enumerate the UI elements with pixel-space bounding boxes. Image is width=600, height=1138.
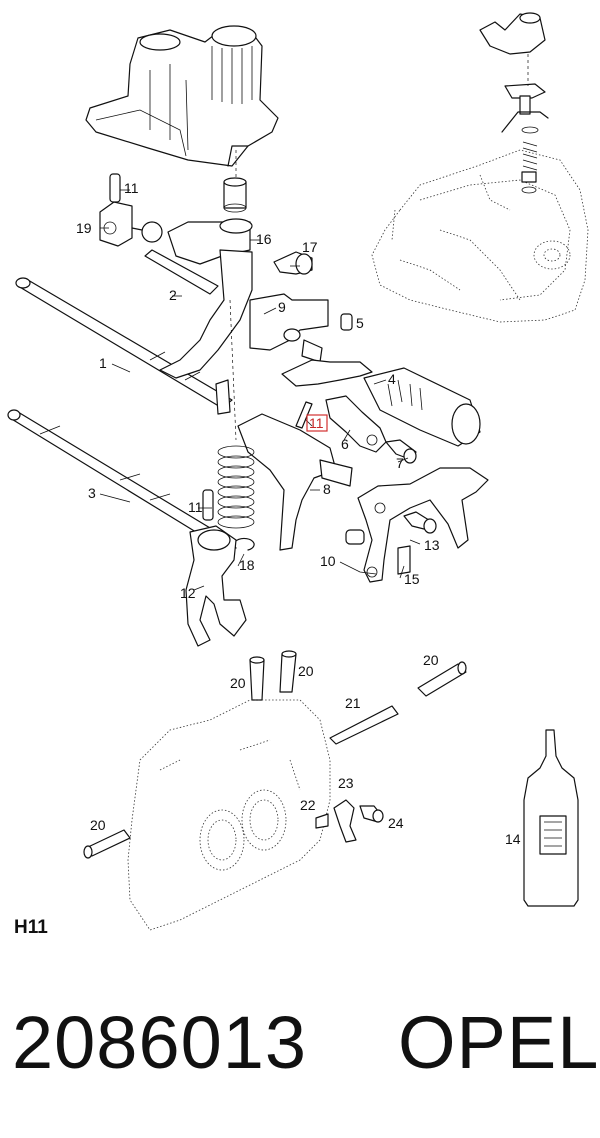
callout-20-d: 20 bbox=[90, 817, 106, 833]
callout-labels: 11 19 16 17 2 9 5 1 4 11 6 7 8 3 11 13 1… bbox=[76, 180, 521, 847]
callout-9: 9 bbox=[278, 299, 286, 315]
shaft-2 bbox=[144, 249, 219, 295]
rod-21 bbox=[329, 705, 399, 745]
callout-11-highlighted: 11 bbox=[309, 415, 324, 431]
callout-12: 12 bbox=[180, 585, 196, 601]
screw-7 bbox=[385, 439, 417, 464]
callout-11-top: 11 bbox=[124, 180, 139, 196]
inset-detail bbox=[479, 12, 549, 194]
sealant-bottle-14 bbox=[523, 729, 579, 907]
highlight-box bbox=[306, 414, 328, 432]
callout-11-lower: 11 bbox=[188, 499, 203, 515]
callout-16: 16 bbox=[256, 231, 272, 247]
shift-fork-8 bbox=[237, 413, 353, 551]
callout-22: 22 bbox=[300, 797, 316, 813]
part-number: 2086013 bbox=[12, 1001, 308, 1084]
sleeve-5 bbox=[340, 313, 353, 331]
screw-17 bbox=[273, 251, 313, 275]
interlock-9 bbox=[249, 293, 329, 363]
callout-13: 13 bbox=[424, 537, 440, 553]
callout-18: 18 bbox=[239, 557, 255, 573]
callout-24: 24 bbox=[388, 815, 404, 831]
callout-23: 23 bbox=[338, 775, 354, 791]
callout-15: 15 bbox=[404, 571, 420, 587]
callout-20-b: 20 bbox=[298, 663, 314, 679]
bushing bbox=[223, 177, 247, 213]
callout-5: 5 bbox=[356, 315, 364, 331]
page-code: H11 bbox=[14, 917, 48, 938]
callout-21: 21 bbox=[345, 695, 361, 711]
parts-22-23-24 bbox=[315, 799, 384, 843]
callout-20-a: 20 bbox=[230, 675, 246, 691]
spring bbox=[217, 445, 255, 529]
callout-7: 7 bbox=[396, 455, 404, 471]
callout-4: 4 bbox=[388, 371, 396, 387]
transmission-case bbox=[371, 149, 589, 323]
gearbox-housing bbox=[127, 699, 331, 931]
callout-17: 17 bbox=[302, 239, 318, 255]
pin-11-top bbox=[109, 173, 121, 203]
callout-19: 19 bbox=[76, 220, 92, 236]
callout-6: 6 bbox=[341, 436, 349, 452]
callout-2: 2 bbox=[169, 287, 177, 303]
selector-rod-3 bbox=[7, 409, 231, 549]
exploded-parts-diagram: 11 19 16 17 2 9 5 1 4 11 6 7 8 3 11 13 1… bbox=[7, 12, 589, 931]
ball-joint-19 bbox=[99, 201, 163, 247]
callout-1: 1 bbox=[99, 355, 107, 371]
pin-11-lower bbox=[202, 489, 214, 521]
leader-lines bbox=[99, 189, 421, 591]
callout-20-c: 20 bbox=[423, 652, 439, 668]
callout-10: 10 bbox=[320, 553, 336, 569]
lever-housing bbox=[85, 25, 279, 167]
lever-6 bbox=[325, 395, 387, 453]
clip-18 bbox=[233, 537, 255, 551]
bracket-13 bbox=[357, 467, 489, 583]
pin-10 bbox=[345, 529, 365, 545]
callout-3: 3 bbox=[88, 485, 96, 501]
pins-20-upper bbox=[249, 650, 297, 701]
shift-fork-12 bbox=[185, 525, 247, 647]
footer: 2086013 OPEL bbox=[0, 1000, 600, 1090]
brand-name: OPEL bbox=[398, 1001, 600, 1084]
callout-8: 8 bbox=[323, 481, 331, 497]
shift-fork-4 bbox=[281, 359, 481, 447]
shift-finger-16 bbox=[159, 218, 253, 415]
pin-11-highlighted bbox=[295, 401, 313, 429]
callout-14: 14 bbox=[505, 831, 521, 847]
pin-20-left bbox=[83, 829, 131, 859]
pin-20-right bbox=[417, 661, 467, 697]
